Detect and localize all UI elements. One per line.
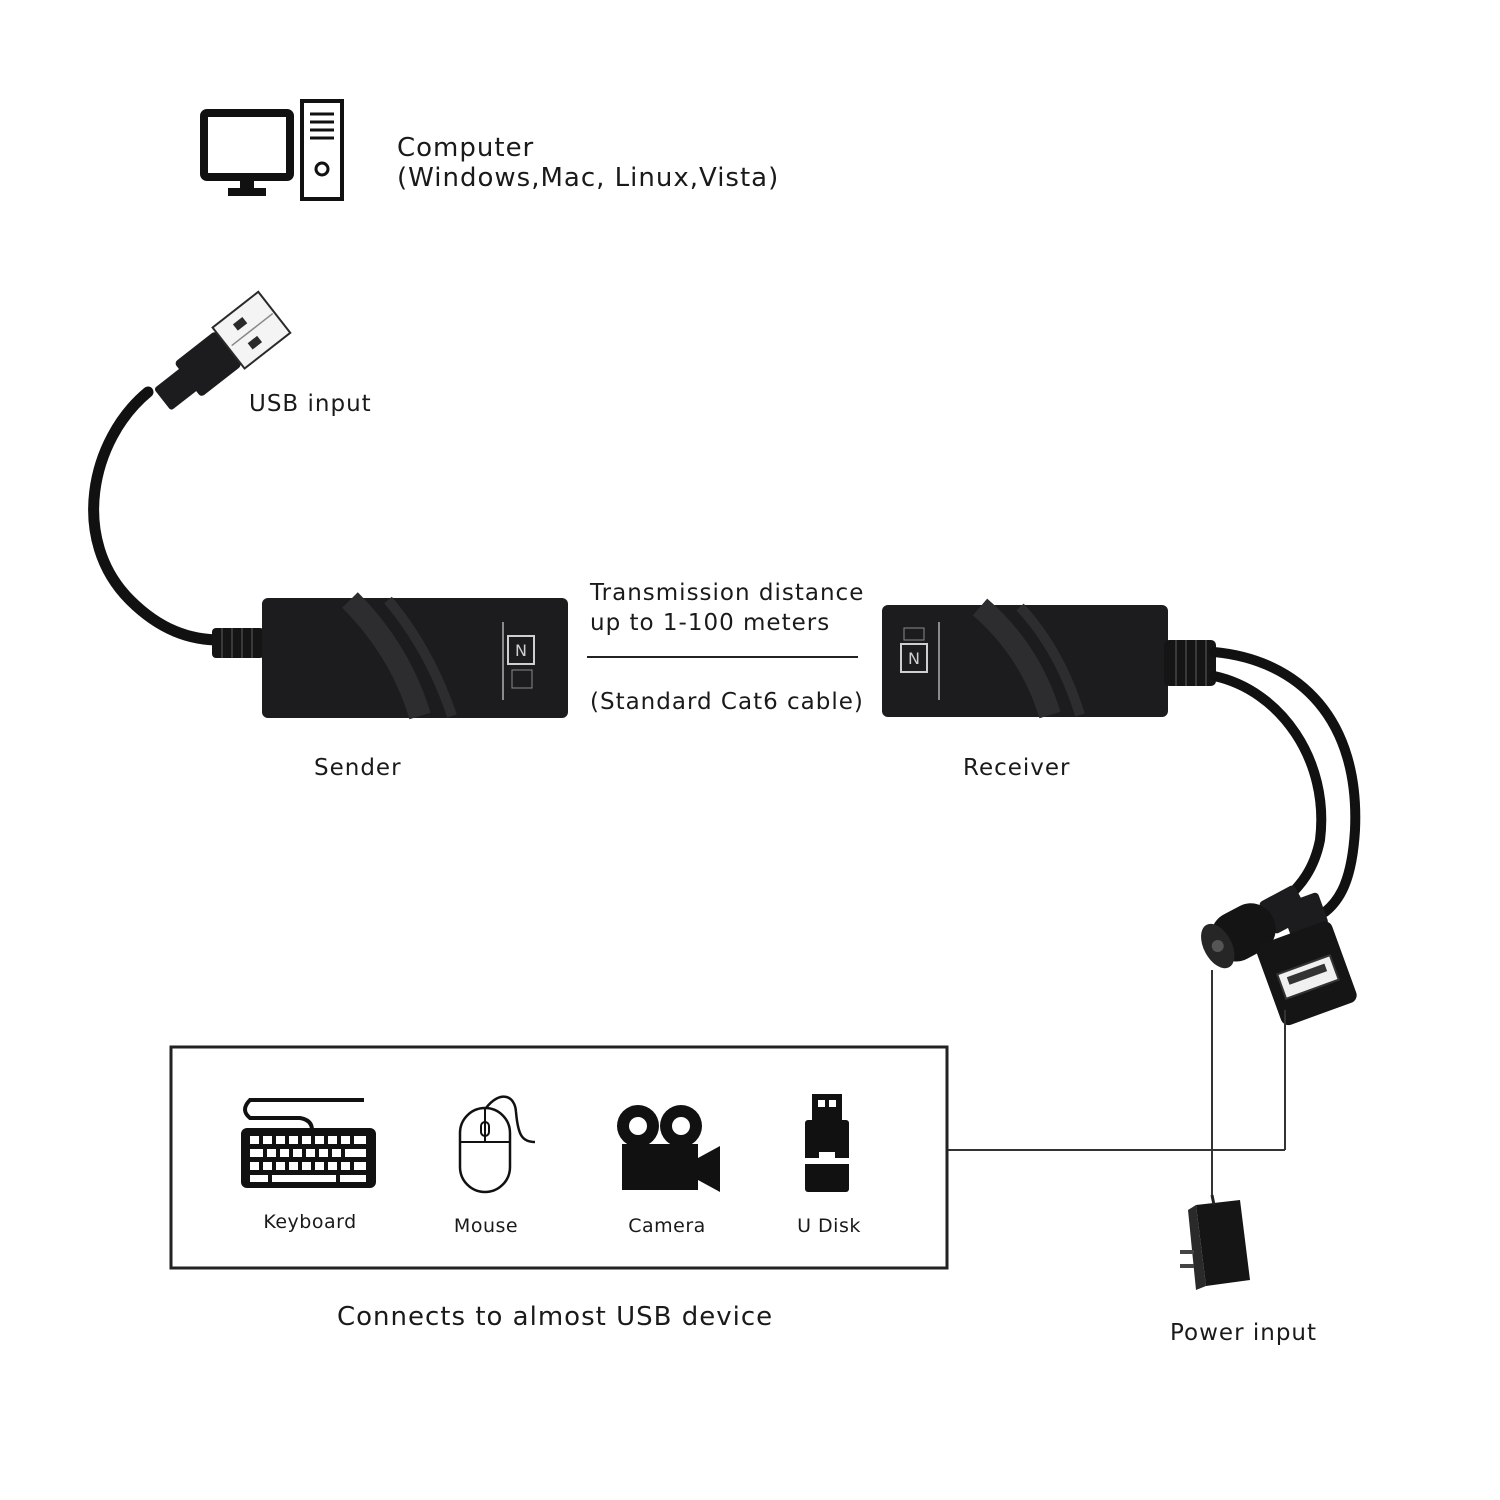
- connector-lines: [947, 970, 1286, 1195]
- sender-label: Sender: [314, 755, 402, 781]
- transmission-range-label: up to 1-100 meters: [590, 610, 831, 636]
- camera-icon: [617, 1105, 720, 1192]
- power-adapter-icon: [1180, 1194, 1250, 1290]
- usb-female-port: [1256, 892, 1357, 1026]
- mouse-icon: [458, 1095, 536, 1194]
- sender-strain-relief: [212, 628, 264, 658]
- receiver-strain-relief: [1164, 640, 1216, 686]
- usb-input-plug: [88, 290, 292, 646]
- receiver-label: Receiver: [963, 755, 1071, 781]
- devices-caption: Connects to almost USB device: [337, 1302, 774, 1332]
- computer-os-list: (Windows,Mac, Linux,Vista): [397, 163, 780, 193]
- power-input-label: Power input: [1170, 1320, 1318, 1346]
- svg-text:N: N: [515, 641, 527, 660]
- device-label-mouse: Mouse: [453, 1215, 519, 1237]
- keyboard-icon: [241, 1098, 376, 1188]
- computer-icon: [200, 99, 344, 201]
- svg-text:N: N: [908, 649, 920, 668]
- sender-device: N: [262, 592, 568, 720]
- computer-title: Computer: [397, 133, 535, 163]
- device-label-camera: Camera: [628, 1215, 706, 1237]
- receiver-split-cables: [1209, 647, 1361, 917]
- usb-disk-icon: [805, 1094, 849, 1192]
- receiver-device: N: [882, 598, 1168, 719]
- cable-type-label: (Standard Cat6 cable): [590, 689, 864, 715]
- transmission-distance-label: Transmission distance: [590, 580, 865, 606]
- usb-input-label: USB input: [249, 391, 372, 417]
- device-label-keyboard: Keyboard: [263, 1211, 357, 1233]
- device-label-u-disk: U Disk: [797, 1215, 861, 1237]
